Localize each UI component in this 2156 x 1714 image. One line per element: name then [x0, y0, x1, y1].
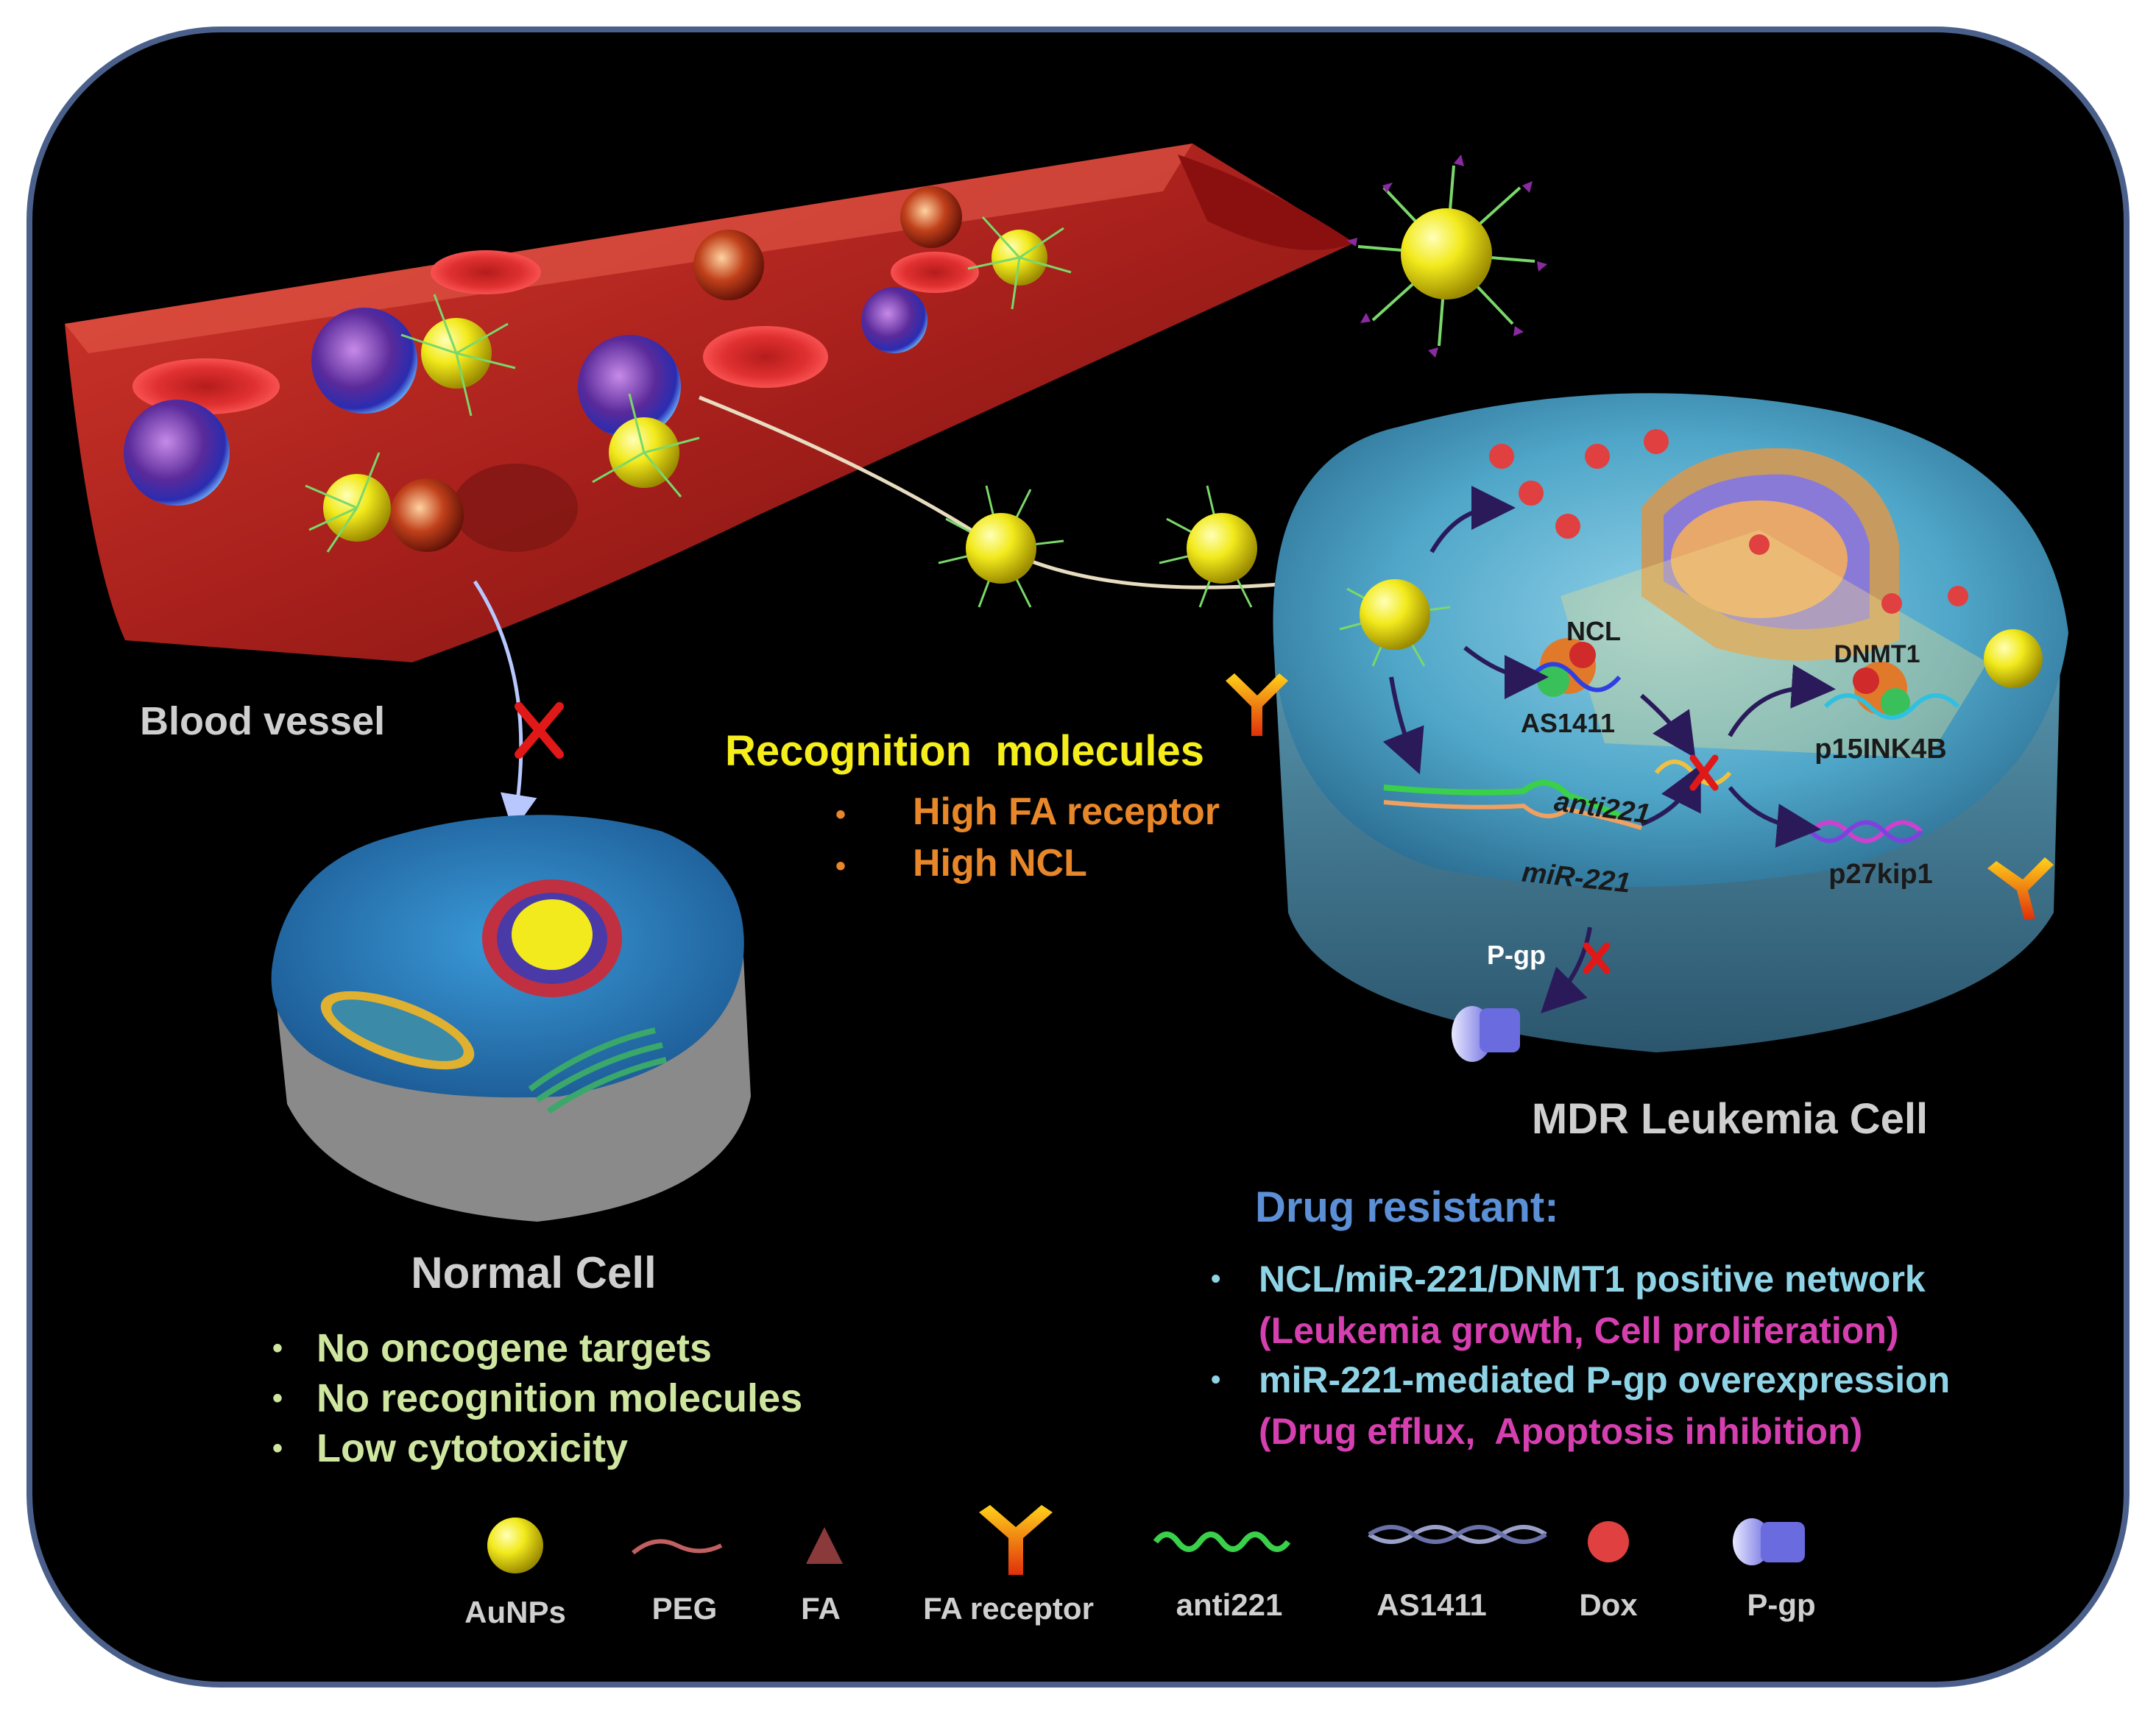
fa-icon	[806, 1527, 843, 1564]
resistant-sub-1: (Leukemia growth, Cell proliferation)	[1259, 1310, 1899, 1351]
legend-label-dox: Dox	[1579, 1587, 1638, 1622]
ncl-label: NCL	[1566, 616, 1621, 646]
pgp-icon	[1733, 1518, 1805, 1565]
legend: AuNPs PEG FA FA receptor anti221 AS1411 …	[464, 1505, 1816, 1629]
peg-icon	[632, 1539, 723, 1555]
recognition-bullet-1: •	[835, 798, 846, 831]
recognition-title: Recognition molecules	[725, 727, 1204, 775]
drug-resistant-title: Drug resistant:	[1255, 1183, 1559, 1231]
p27-dna	[1809, 820, 1923, 843]
as1411-label: AS1411	[1521, 708, 1615, 738]
fa-receptor-icon	[979, 1505, 1053, 1575]
resistant-bullet-1: •	[1211, 1264, 1220, 1295]
p15-label: p15INK4B	[1814, 734, 1947, 765]
resistant-bullet-2: •	[1211, 1364, 1220, 1395]
nucleus	[1561, 448, 1987, 758]
cell-nanoparticle	[1339, 579, 1451, 667]
blood-vessel-label: Blood vessel	[140, 699, 385, 743]
normal-bullet-2: •	[272, 1382, 283, 1414]
anti221-mir221-duplex	[1383, 779, 1642, 830]
cell-nanoparticle-right	[1984, 629, 2043, 688]
anti221-icon	[1153, 1531, 1291, 1552]
recognition-item-2: High NCL	[913, 842, 1087, 885]
recognition-bullet-2: •	[835, 850, 846, 882]
dox-molecules	[1489, 429, 1968, 614]
as1411-icon	[1368, 1525, 1547, 1544]
resistant-item-1: NCL/miR-221/DNMT1 positive network	[1259, 1258, 1926, 1300]
resistant-item-2: miR-221-mediated P-gp overexpression	[1259, 1359, 1950, 1400]
no-target-arrow	[473, 580, 537, 832]
pgp-pump	[1452, 1006, 1520, 1062]
resistant-sub-2: (Drug efflux, Apoptosis inhibition)	[1259, 1411, 1862, 1452]
normal-bullet-3: •	[272, 1432, 283, 1465]
aunp-icon	[487, 1518, 543, 1573]
legend-label-fa: FA	[801, 1591, 841, 1626]
normal-feature-2: No recognition molecules	[317, 1376, 802, 1420]
inhibition-x-marks	[1583, 754, 1719, 974]
targeted-nanoparticle-large	[1347, 155, 1547, 358]
fa-receptor-left	[1226, 673, 1288, 736]
legend-label-pgp: P-gp	[1747, 1587, 1815, 1622]
legend-label-anti221: anti221	[1176, 1587, 1283, 1622]
mdr-leukemia-cell	[1226, 393, 2068, 1062]
normal-cell-label: Normal Cell	[411, 1248, 656, 1297]
normal-feature-1: No oncogene targets	[317, 1326, 712, 1370]
dnmt1-complex	[1823, 662, 1960, 720]
normal-feature-3: Low cytotoxicity	[317, 1426, 628, 1470]
legend-label-as1411: AS1411	[1376, 1587, 1486, 1622]
nanoparticle-b	[1159, 485, 1257, 608]
pgp-label: P-gp	[1487, 940, 1546, 970]
dox-icon	[1588, 1521, 1629, 1562]
recognition-item-1: High FA receptor	[913, 790, 1220, 833]
blocked-x-icon	[515, 702, 564, 759]
mdr-cell-label: MDR Leukemia Cell	[1532, 1095, 1928, 1143]
normal-cell	[271, 815, 751, 1222]
legend-label-peg: PEG	[652, 1591, 718, 1626]
legend-label-aunps: AuNPs	[464, 1595, 566, 1629]
nanoparticle-a	[938, 485, 1064, 608]
legend-label-fa-receptor: FA receptor	[923, 1591, 1094, 1626]
dnmt1-label: DNMT1	[1834, 640, 1920, 668]
normal-bullet-1: •	[272, 1332, 283, 1364]
p27-label: p27kip1	[1828, 859, 1933, 890]
fa-receptor-right	[1987, 857, 2054, 920]
